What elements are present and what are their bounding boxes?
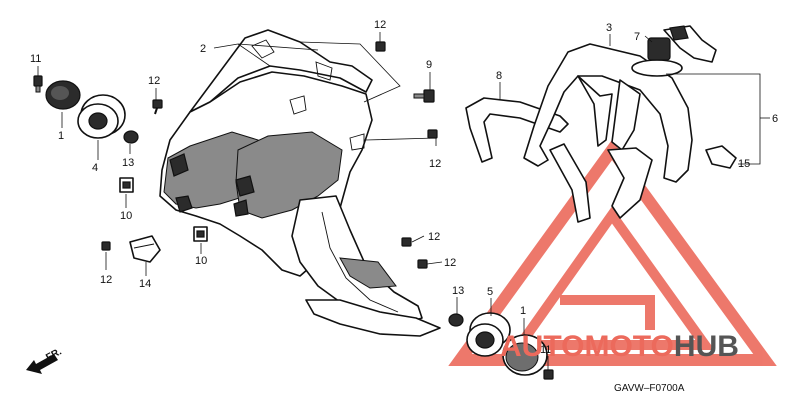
callout-12-b: 12 xyxy=(100,274,112,286)
bolt-11-bottom xyxy=(543,369,554,380)
socket-part-4 xyxy=(77,94,126,139)
lock-part-7 xyxy=(631,25,717,77)
watermark-prefix: AUTO xyxy=(500,330,584,363)
bolt-12-a xyxy=(152,99,163,115)
clip-10-a xyxy=(119,177,134,193)
watermark-middle: MOTO xyxy=(584,330,673,363)
bolt-12-b xyxy=(101,241,111,251)
callout-8: 8 xyxy=(496,70,502,82)
band-14 xyxy=(129,235,161,263)
lower-cover xyxy=(291,195,441,337)
callout-14: 14 xyxy=(139,278,151,290)
callout-7: 7 xyxy=(634,31,640,43)
callout-1-bottom: 1 xyxy=(520,305,526,317)
diagram-code: GAVW–F0700A xyxy=(614,383,685,394)
callout-13-right: 13 xyxy=(452,285,464,297)
callout-11-top: 11 xyxy=(30,53,41,65)
callout-12-d: 12 xyxy=(429,158,441,170)
callout-12-f: 12 xyxy=(444,257,456,269)
callout-10-b: 10 xyxy=(195,255,207,267)
callout-9: 9 xyxy=(426,59,432,71)
bolt-12-d xyxy=(427,129,438,139)
callout-13-left: 13 xyxy=(122,157,134,169)
callout-labels: 11 1 4 12 13 10 10 12 14 2 12 9 12 12 12… xyxy=(30,19,778,356)
bolt-12-f xyxy=(417,259,428,269)
bolt-9 xyxy=(413,89,435,103)
lid-part-3 xyxy=(523,43,693,223)
bolt-11-top xyxy=(33,75,43,93)
cap-part-1-left xyxy=(45,80,81,110)
callout-15: 15 xyxy=(738,158,750,170)
callout-5: 5 xyxy=(487,286,493,298)
callout-10-a: 10 xyxy=(120,210,132,222)
callout-12-e: 12 xyxy=(428,231,440,243)
callout-4: 4 xyxy=(92,162,98,174)
front-label: FR. xyxy=(44,346,64,363)
nut-13-right xyxy=(448,313,464,327)
leader-lines xyxy=(37,32,770,370)
callout-12-a: 12 xyxy=(148,75,160,87)
watermark-logo xyxy=(448,139,777,366)
clip-10-b xyxy=(193,226,208,242)
ring-part-5 xyxy=(466,312,511,357)
watermark-text: AUTOMOTOHUB xyxy=(500,330,739,363)
bolt-12-c xyxy=(375,41,386,52)
callout-1-left: 1 xyxy=(58,130,64,142)
cap-part-1-bottom xyxy=(502,334,548,376)
nut-13-left xyxy=(123,130,139,144)
bolt-12-e xyxy=(401,237,412,247)
clip-part-15 xyxy=(705,145,737,169)
callout-2: 2 xyxy=(200,43,206,55)
callout-6: 6 xyxy=(772,113,778,125)
watermark-suffix: HUB xyxy=(674,330,739,363)
callout-11-bottom: 11 xyxy=(540,344,551,356)
callout-3: 3 xyxy=(606,22,612,34)
callout-12-c: 12 xyxy=(374,19,386,31)
front-direction-arrow: FR. xyxy=(26,346,64,374)
